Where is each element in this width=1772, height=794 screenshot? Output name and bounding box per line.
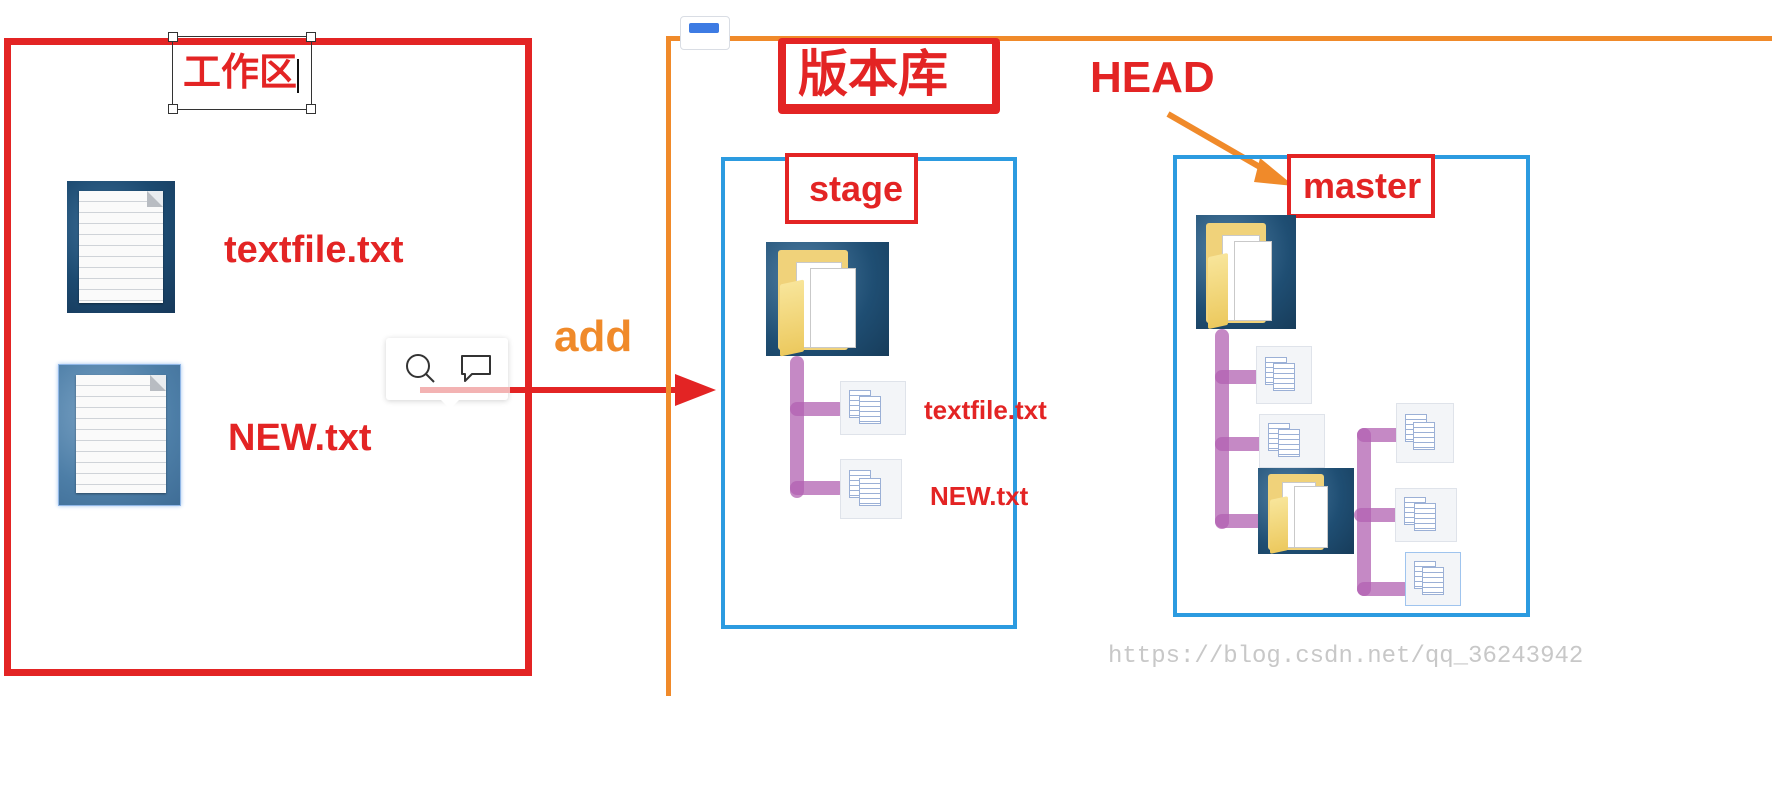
folder-icon [766,242,889,357]
repository-title: 版本库 [798,46,948,102]
head-arrow [1166,111,1294,186]
add-arrow [420,374,716,406]
tree-branch [1357,582,1411,596]
file-icon [1395,488,1457,542]
folder-icon [1196,215,1296,330]
workspace-title: 工作区 [183,52,298,94]
tree-branch [1357,428,1371,596]
file-icon [840,459,902,519]
tree-branch [790,356,804,498]
head-label: HEAD [1090,53,1215,102]
repository-title-box: 版本库 [778,38,1000,114]
comment-icon[interactable] [458,352,494,386]
tree-branch [1215,370,1269,384]
stage-title: stage [809,168,904,209]
file-icon [840,381,906,435]
resize-handle[interactable] [306,32,316,42]
text-cursor [297,59,299,93]
stage-file-label: textfile.txt [924,395,1047,425]
file-icon [1256,346,1312,404]
toolbar-pointer [441,400,459,409]
file-icon [1405,552,1461,606]
tree-branch [1215,329,1229,529]
workspace-file-label: textfile.txt [224,229,404,271]
tree-branch [1215,437,1269,451]
resize-handle[interactable] [168,32,178,42]
tree-branch [790,402,846,416]
file-icon [1396,403,1454,463]
workspace-panel [4,38,532,676]
folder-icon [1258,468,1354,554]
stage-title-box: stage [785,153,918,224]
text-document-icon[interactable] [58,364,181,506]
master-title-box: master [1287,154,1435,218]
selection-tab[interactable] [680,16,730,50]
repository-panel [666,36,1772,696]
search-icon[interactable] [404,352,438,386]
resize-handle[interactable] [306,104,316,114]
tree-branch [1357,428,1403,442]
tree-branch [1215,514,1269,528]
tree-branch [790,481,846,495]
resize-handle[interactable] [168,104,178,114]
add-label: add [554,312,633,361]
workspace-title-textbox[interactable]: 工作区 [168,32,316,114]
text-document-icon [67,181,175,313]
watermark: https://blog.csdn.net/qq_36243942 [1108,643,1584,670]
workspace-file-label: NEW.txt [228,417,372,459]
master-title: master [1303,165,1422,206]
file-icon [1259,414,1325,468]
stage-file-label: NEW.txt [930,481,1029,511]
